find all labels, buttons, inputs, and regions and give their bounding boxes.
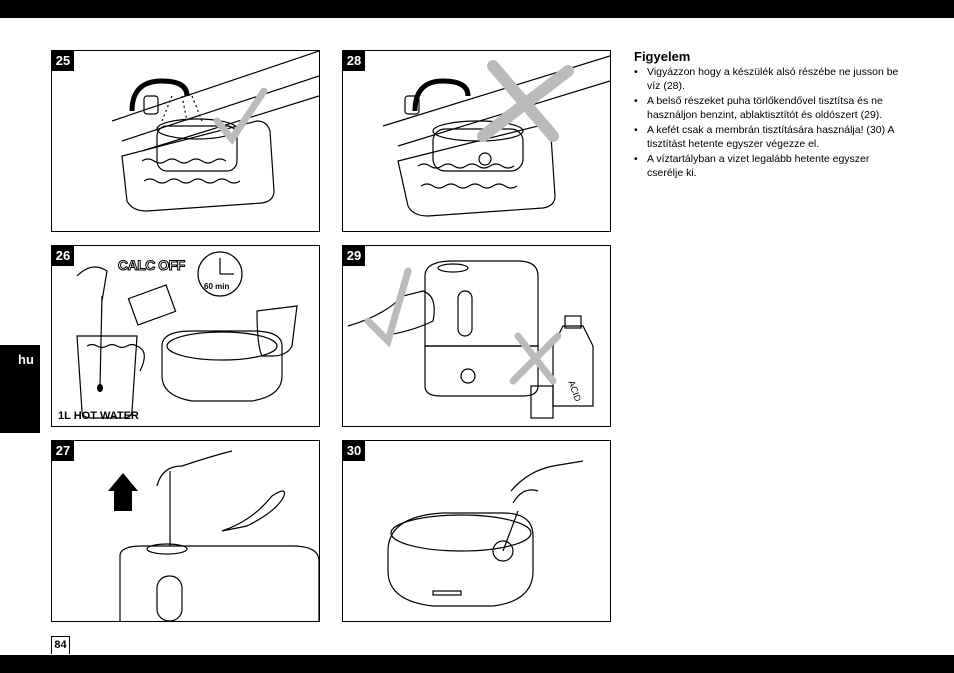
- remove-brush-illustration: [108, 450, 319, 621]
- brush-membrane-illustration: [387, 460, 584, 607]
- check-icon: [213, 87, 268, 145]
- illustration-panel-30: 30: [342, 440, 611, 622]
- sink-rinse-illustration: [111, 51, 319, 212]
- panel-number: 28: [343, 51, 365, 71]
- descaling-illustration: [76, 251, 298, 419]
- clock-icon: [197, 251, 243, 297]
- list-item: A víztartályban a vizet legalább hetente…: [634, 153, 904, 180]
- sink-submerge-illustration: [382, 55, 610, 217]
- panel-number: 29: [343, 246, 365, 266]
- arrow-up-icon: [108, 473, 138, 511]
- illustration-panel-26: 26 CALC OFF 60 min 1L HOT WATER: [51, 245, 320, 427]
- list-item: A kefét csak a membrán tisztítására hasz…: [634, 124, 904, 151]
- panel-number: 30: [343, 441, 365, 461]
- warning-notes: Figyelem Vigyázzon hogy a készülék alsó …: [634, 49, 904, 182]
- panel-number: 25: [52, 51, 74, 71]
- check-icon: [364, 267, 412, 348]
- panel-caption: 1L HOT WATER: [58, 410, 139, 422]
- list-item: Vigyázzon hogy a készülék alsó részébe n…: [634, 66, 904, 93]
- illustration-panel-27: 27: [51, 440, 320, 622]
- language-tab-label: hu: [18, 352, 34, 367]
- panel-number: 27: [52, 441, 74, 461]
- illustration-panel-25: 25: [51, 50, 320, 232]
- notes-title: Figyelem: [634, 49, 691, 64]
- illustration-panel-29: 29 ACID: [342, 245, 611, 427]
- language-tab: hu: [0, 345, 40, 433]
- cross-icon: [477, 60, 574, 142]
- wipe-tank-illustration: [347, 260, 594, 419]
- cross-icon: [509, 332, 562, 385]
- bottom-bar: [0, 655, 954, 673]
- illustration-panel-28: 28: [342, 50, 611, 232]
- top-bar: [0, 0, 954, 18]
- panel-number: 26: [52, 246, 74, 266]
- list-item: A belső részeket puha törlőkendővel tisz…: [634, 95, 904, 122]
- timer-label: 60 min: [204, 282, 230, 291]
- calc-off-logo: CALC OFF: [118, 257, 186, 273]
- notes-list: Vigyázzon hogy a készülék alsó részébe n…: [634, 66, 904, 180]
- page-number: 84: [51, 636, 70, 654]
